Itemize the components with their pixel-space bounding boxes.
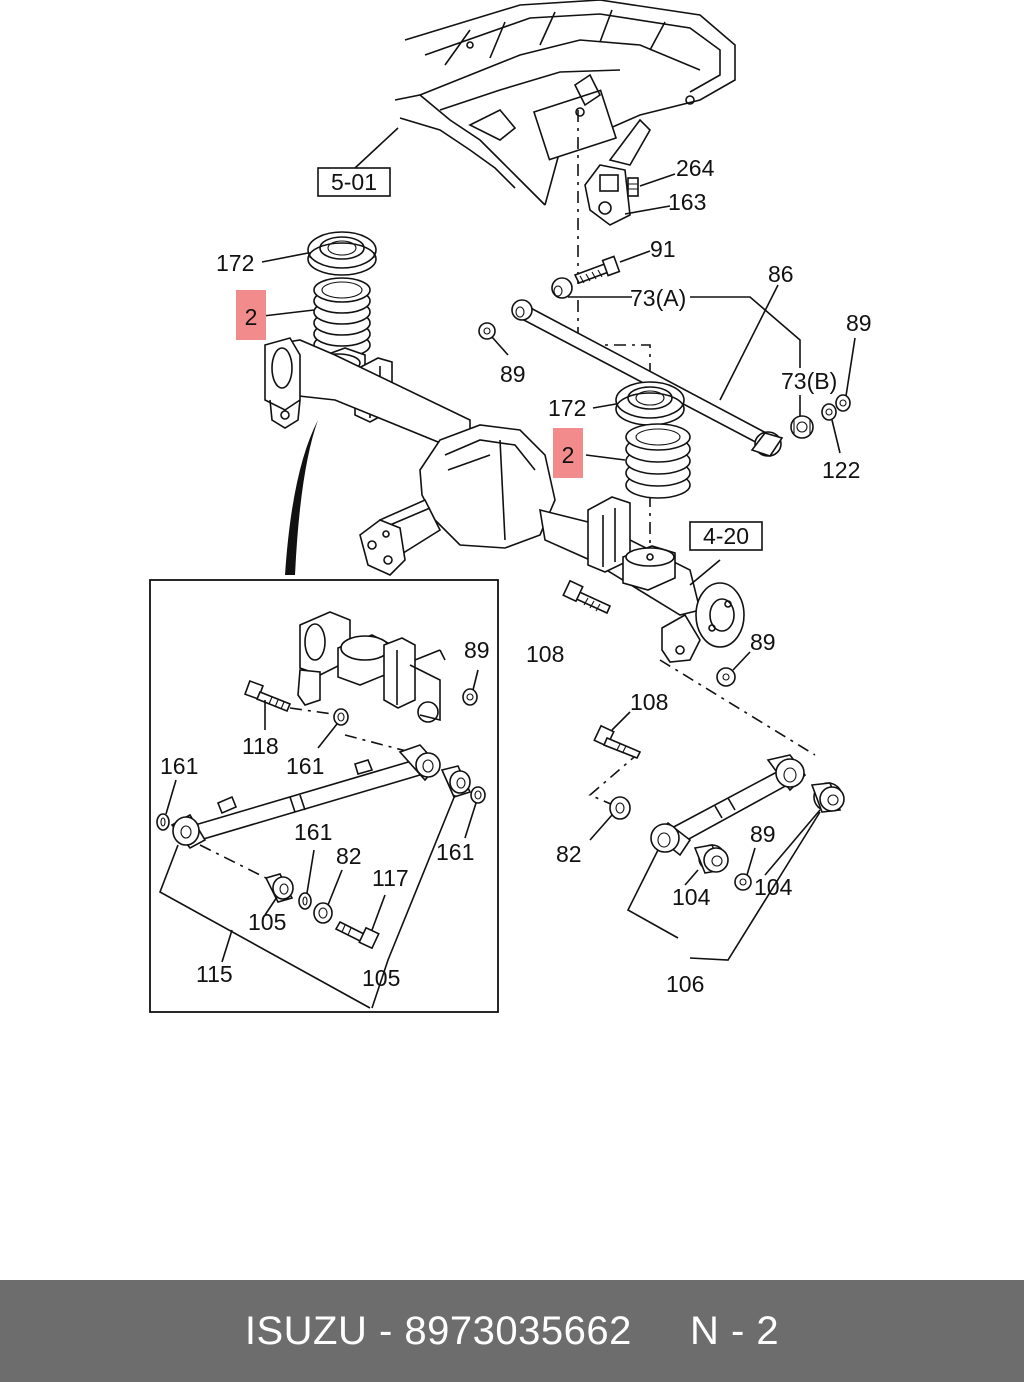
callout-105-left: 105 <box>248 909 286 935</box>
callout-161-right: 161 <box>436 839 474 865</box>
footer-part-number: 8973035662 <box>404 1308 632 1353</box>
footer-bar: ISUZU - 8973035662 N - 2 <box>0 1280 1024 1382</box>
spring-left-drawing <box>261 231 377 358</box>
bolt-91-drawing <box>551 250 651 299</box>
spring-right-drawing <box>585 381 691 499</box>
callout-2-right: 2 <box>562 442 575 468</box>
callout-172-left: 172 <box>216 250 254 276</box>
bushing-73b-drawing <box>790 337 856 454</box>
callout-163: 163 <box>668 189 706 215</box>
callout-104-left: 104 <box>672 884 711 910</box>
footer-page: N - 2 <box>689 1308 780 1353</box>
frame-bracket-drawing <box>584 164 676 226</box>
callout-122: 122 <box>822 457 860 483</box>
callout-161-mid: 161 <box>294 819 332 845</box>
callout-82-link: 82 <box>556 841 582 867</box>
footer-gap <box>632 1309 690 1354</box>
callout-89-upper: 89 <box>500 361 526 387</box>
callout-104-right: 104 <box>754 874 793 900</box>
callout-89-link: 89 <box>750 821 776 847</box>
callout-89-detail: 89 <box>464 637 490 663</box>
ref-box-axle <box>689 521 763 551</box>
callout-161-top: 161 <box>286 753 324 779</box>
vehicle-frame-drawing <box>354 0 736 206</box>
callout-108-axle: 108 <box>526 641 564 667</box>
callout-108-link: 108 <box>630 689 668 715</box>
callout-172-right: 172 <box>548 395 586 421</box>
callout-86: 86 <box>768 261 794 287</box>
lower-link-106-drawing <box>589 711 845 961</box>
callout-2-left: 2 <box>245 304 258 330</box>
ref-axle-label: 4-20 <box>703 523 749 549</box>
callout-118: 118 <box>242 733 279 759</box>
callout-73a: 73(A) <box>630 285 686 311</box>
callout-91: 91 <box>650 236 676 262</box>
footer-separator: - <box>367 1308 405 1353</box>
nut-89-upper-drawing <box>478 322 509 356</box>
callout-264: 264 <box>676 155 715 181</box>
callout-115: 115 <box>196 961 233 987</box>
ref-box-frame <box>317 167 391 197</box>
ref-frame-label: 5-01 <box>331 169 377 195</box>
upper-link-86-drawing <box>511 284 812 457</box>
detail-pointer <box>285 420 318 575</box>
callout-89-right: 89 <box>846 310 872 336</box>
detail-box <box>149 579 499 1013</box>
callout-89-axle: 89 <box>750 629 776 655</box>
footer-brand: ISUZU <box>244 1308 368 1353</box>
highlight-spring-right <box>553 428 583 478</box>
callout-117: 117 <box>372 865 409 891</box>
highlight-spring-left <box>236 290 266 340</box>
exploded-parts-diagram: 5-01 4-20 2 2 264 163 91 86 73(A) 89 89 … <box>149 0 872 1013</box>
callout-106: 106 <box>666 971 704 997</box>
callout-73b: 73(B) <box>781 368 837 394</box>
callout-161-left: 161 <box>160 753 198 779</box>
rear-axle-drawing <box>264 337 745 663</box>
callout-105-right: 105 <box>362 965 400 991</box>
bolt-108-axle-drawing <box>562 579 751 687</box>
callout-82-detail: 82 <box>336 843 362 869</box>
